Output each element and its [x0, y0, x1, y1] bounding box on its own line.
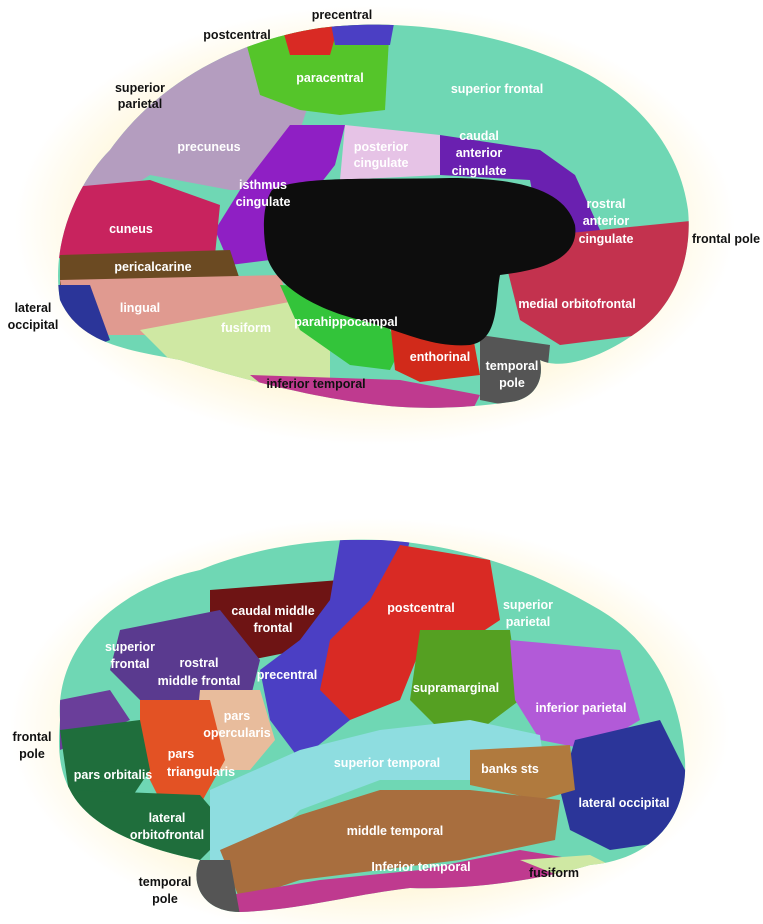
- label-middle-temporal-lateral: middle temporal: [347, 824, 444, 838]
- label-lateral-orbitofrontal-1: lateral: [149, 811, 186, 825]
- label-inferior-parietal-lateral: inferior parietal: [536, 701, 627, 715]
- label-inferior-temporal-medial: inferior temporal: [266, 377, 365, 391]
- label-enthorinal-medial: enthorinal: [410, 350, 470, 364]
- label-rostral-middle-frontal-1: rostral: [180, 656, 219, 670]
- label-pars-orbitalis: pars orbitalis: [74, 768, 153, 782]
- label-postcentral-lateral: postcentral: [387, 601, 454, 615]
- label-caudal-anterior-cingulate-1: caudal: [459, 129, 499, 143]
- label-banks-sts: banks sts: [481, 762, 539, 776]
- label-temporal-pole-lateral-1: temporal: [139, 875, 192, 889]
- lateral-pars-orbitalis-region: [60, 720, 150, 800]
- label-superior-frontal-lateral-1: superior: [105, 640, 155, 654]
- label-postcentral-medial: postcentral: [203, 28, 270, 42]
- label-superior-parietal-medial-2: parietal: [118, 97, 162, 111]
- label-caudal-anterior-cingulate-2: anterior: [456, 146, 503, 160]
- label-precentral-lateral: precentral: [257, 668, 317, 682]
- label-lateral-orbitofrontal-2: orbitofrontal: [130, 828, 204, 842]
- label-pars-opercularis-1: pars: [224, 709, 250, 723]
- label-parahippocampal-medial: parahippocampal: [294, 315, 398, 329]
- label-posterior-cingulate-1: posterior: [354, 140, 408, 154]
- label-isthmus-cingulate-1: isthmus: [239, 178, 287, 192]
- label-posterior-cingulate-2: cingulate: [354, 156, 409, 170]
- label-fusiform-medial: fusiform: [221, 321, 271, 335]
- label-frontal-pole-lateral-1: frontal: [13, 730, 52, 744]
- label-inferior-temporal-lateral: Inferior temporal: [371, 860, 470, 874]
- label-superior-frontal-medial: superior frontal: [451, 82, 543, 96]
- label-temporal-pole-medial-2: pole: [499, 376, 525, 390]
- label-temporal-pole-medial-1: temporal: [486, 359, 539, 373]
- label-fusiform-lateral: fusiform: [529, 866, 579, 880]
- label-pars-opercularis-2: opercularis: [203, 726, 270, 740]
- label-supramarginal-lateral: supramarginal: [413, 681, 499, 695]
- label-superior-parietal-lateral-1: superior: [503, 598, 553, 612]
- label-rostral-middle-frontal-2: middle frontal: [158, 674, 241, 688]
- label-rostral-anterior-cingulate-1: rostral: [587, 197, 626, 211]
- label-lateral-occipital-medial-1: lateral: [15, 301, 52, 315]
- label-lateral-occipital-medial-2: occipital: [8, 318, 59, 332]
- label-frontal-pole-medial: frontal pole: [692, 232, 760, 246]
- label-pericalcarine-medial: pericalcarine: [114, 260, 191, 274]
- label-superior-frontal-lateral-2: frontal: [111, 657, 150, 671]
- label-superior-parietal-lateral-2: parietal: [506, 615, 550, 629]
- label-lateral-occipital-lateral: lateral occipital: [578, 796, 669, 810]
- label-pars-triangularis-2: triangularis: [167, 765, 235, 779]
- label-superior-temporal-lateral: superior temporal: [334, 756, 440, 770]
- label-paracentral-medial: paracentral: [296, 71, 363, 85]
- label-medial-orbitofrontal: medial orbitofrontal: [518, 297, 635, 311]
- label-isthmus-cingulate-2: cingulate: [236, 195, 291, 209]
- label-superior-parietal-medial-1: superior: [115, 81, 165, 95]
- label-caudal-anterior-cingulate-3: cingulate: [452, 164, 507, 178]
- label-rostral-anterior-cingulate-3: cingulate: [579, 232, 634, 246]
- label-frontal-pole-lateral-2: pole: [19, 747, 45, 761]
- label-precuneus-medial: precuneus: [177, 140, 240, 154]
- label-temporal-pole-lateral-2: pole: [152, 892, 178, 906]
- label-rostral-anterior-cingulate-2: anterior: [583, 214, 630, 228]
- label-caudal-middle-frontal-1: caudal middle: [231, 604, 314, 618]
- label-pars-triangularis-1: pars: [168, 747, 194, 761]
- label-cuneus-medial: cuneus: [109, 222, 153, 236]
- label-precentral-medial: precentral: [312, 8, 372, 22]
- label-lingual-medial: lingual: [120, 301, 160, 315]
- label-caudal-middle-frontal-2: frontal: [254, 621, 293, 635]
